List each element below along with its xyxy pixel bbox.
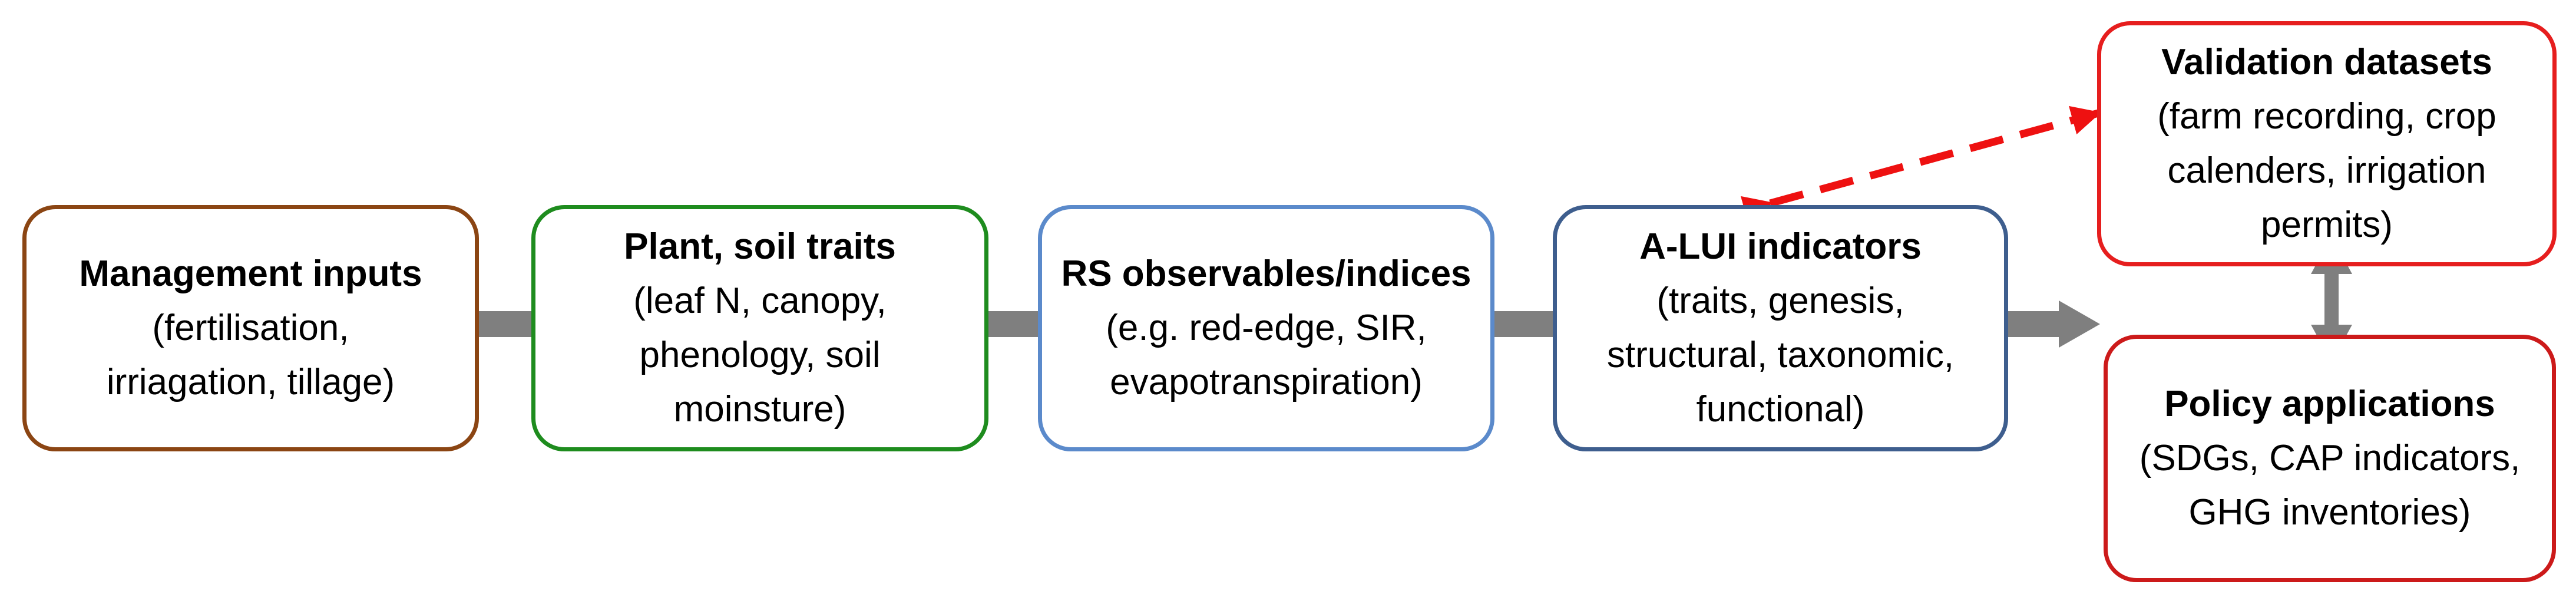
node-policy-line-2: GHG inventories) <box>2188 492 2471 533</box>
node-validation-datasets: Validation datasets (farm recording, cro… <box>2097 21 2557 266</box>
node-validation-title: Validation datasets <box>2161 42 2492 82</box>
node-rs-title: RS observables/indices <box>1061 253 1471 294</box>
node-rs-line-2: evapotranspiration) <box>1110 362 1423 402</box>
node-management-title: Management inputs <box>79 253 422 294</box>
dashed-link-alui-validation <box>1740 105 2101 225</box>
node-validation-line-1: (farm recording, crop <box>2157 96 2496 137</box>
node-management-line-2: irriagation, tillage) <box>106 362 395 402</box>
node-traits-line-1: (leaf N, canopy, <box>633 280 887 321</box>
node-alui-line-1: (traits, genesis, <box>1656 280 1904 321</box>
node-rs-line-1: (e.g. red-edge, SIR, <box>1106 308 1427 348</box>
node-traits-line-2: phenology, soil <box>639 335 881 375</box>
node-traits-title: Plant, soil traits <box>624 226 896 267</box>
node-validation-line-2: calenders, irrigation <box>2167 150 2486 191</box>
node-plant-soil-traits: Plant, soil traits (leaf N, canopy, phen… <box>531 205 988 451</box>
node-policy-title: Policy applications <box>2164 384 2495 424</box>
node-validation-line-3: permits) <box>2261 204 2393 245</box>
node-alui-line-3: functional) <box>1696 389 1865 430</box>
node-policy-applications: Policy applications (SDGs, CAP indicator… <box>2104 335 2556 582</box>
node-rs-observables: RS observables/indices (e.g. red-edge, S… <box>1038 205 1494 451</box>
node-alui-title: A-LUI indicators <box>1639 226 1922 267</box>
node-management-line-1: (fertilisation, <box>152 308 349 348</box>
node-management-inputs: Management inputs (fertilisation, irriag… <box>22 205 479 451</box>
node-alui-line-2: structural, taxonomic, <box>1606 335 1955 375</box>
node-policy-line-1: (SDGs, CAP indicators, <box>2139 438 2521 478</box>
node-alui-indicators: A-LUI indicators (traits, genesis, struc… <box>1553 205 2008 451</box>
node-traits-line-3: moinsture) <box>673 389 846 430</box>
